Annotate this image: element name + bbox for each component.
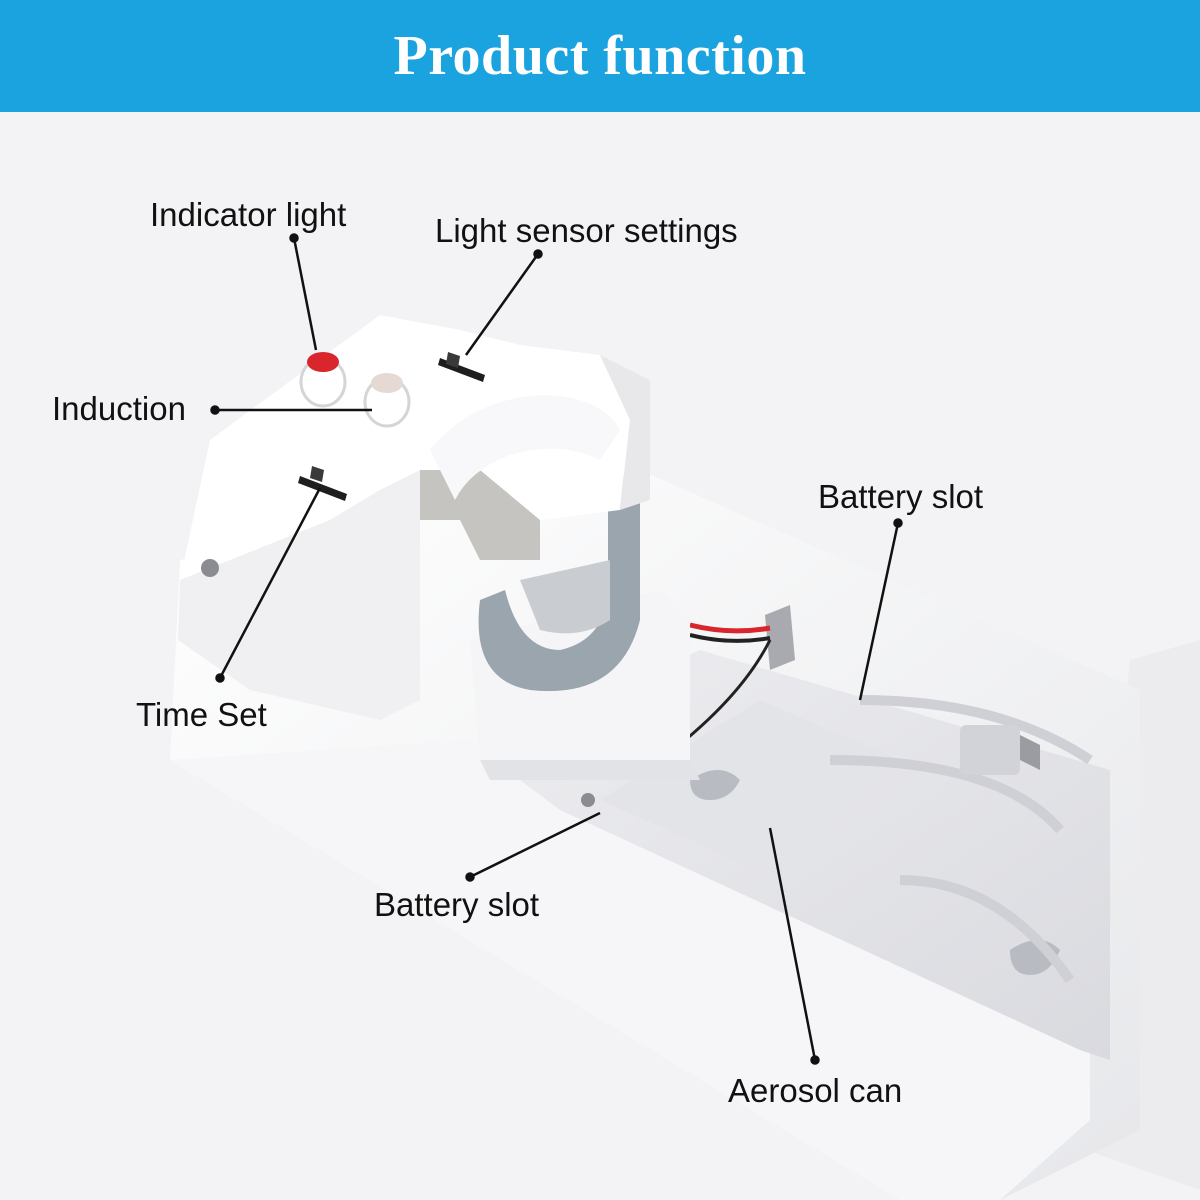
label-time-set: Time Set — [136, 696, 267, 734]
page-title: Product function — [394, 24, 807, 88]
label-induction: Induction — [52, 390, 186, 428]
label-indicator-light: Indicator light — [150, 196, 346, 234]
label-battery-slot-bottom: Battery slot — [374, 886, 539, 924]
induction-sensor — [371, 373, 403, 393]
screw-left — [201, 559, 219, 577]
label-light-sensor-settings: Light sensor settings — [435, 212, 738, 250]
title-banner: Product function — [0, 0, 1200, 112]
indicator-light — [307, 352, 339, 372]
battery-contact — [960, 725, 1020, 775]
label-battery-slot-right: Battery slot — [818, 478, 983, 516]
screw-bottom — [581, 793, 595, 807]
product-photo: Indicator light Light sensor settings In… — [0, 112, 1200, 1200]
dispenser-illustration — [0, 112, 1200, 1200]
flap-edge — [480, 760, 700, 780]
label-aerosol-can: Aerosol can — [728, 1072, 902, 1110]
